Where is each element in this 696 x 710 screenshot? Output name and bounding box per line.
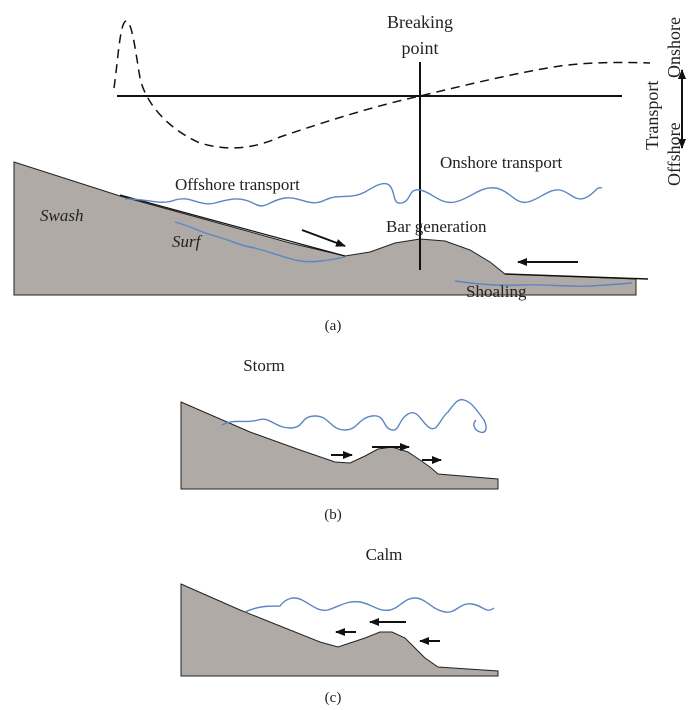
panel-b-caption: (b) (324, 507, 342, 523)
transport-axis-label: Transport (642, 81, 662, 150)
panel-c-caption: (c) (325, 690, 342, 706)
calm-title: Calm (366, 545, 403, 564)
shoaling-label: Shoaling (466, 282, 527, 301)
panel-a-seafloor-line (504, 273, 649, 280)
breaking-point-label-line2: point (401, 38, 438, 58)
panel-a-seabed (13, 161, 637, 296)
swash-label: Swash (40, 206, 83, 225)
panel-b: Storm (b) (180, 356, 499, 523)
onshore-transport-label: Onshore transport (440, 153, 563, 172)
surf-label: Surf (172, 232, 203, 251)
panel-a-water-line (119, 194, 346, 257)
panel-c: Calm (c) (180, 545, 499, 706)
offshore-wave-line (124, 182, 603, 207)
panel-a-caption: (a) (325, 318, 342, 334)
bar-generation-label: Bar generation (386, 217, 487, 236)
panel-c-seabed (180, 583, 499, 677)
onshore-label: Onshore (664, 17, 684, 78)
offshore-label: Offshore (664, 122, 684, 186)
storm-title: Storm (243, 356, 285, 375)
storm-wave-line (221, 398, 487, 434)
breaking-point-label-line1: Breaking (387, 12, 453, 32)
offshore-transport-label: Offshore transport (175, 175, 300, 194)
calm-wave-line (244, 597, 495, 613)
transport-rate-curve (113, 20, 651, 149)
onshore-arrow-to-bar (301, 229, 346, 247)
panel-b-seabed (180, 401, 499, 490)
shoaling-wave-line (454, 280, 633, 287)
surf-wave-line (174, 221, 346, 263)
panel-a: Breaking point Transport Onshore Offshor… (13, 12, 686, 334)
